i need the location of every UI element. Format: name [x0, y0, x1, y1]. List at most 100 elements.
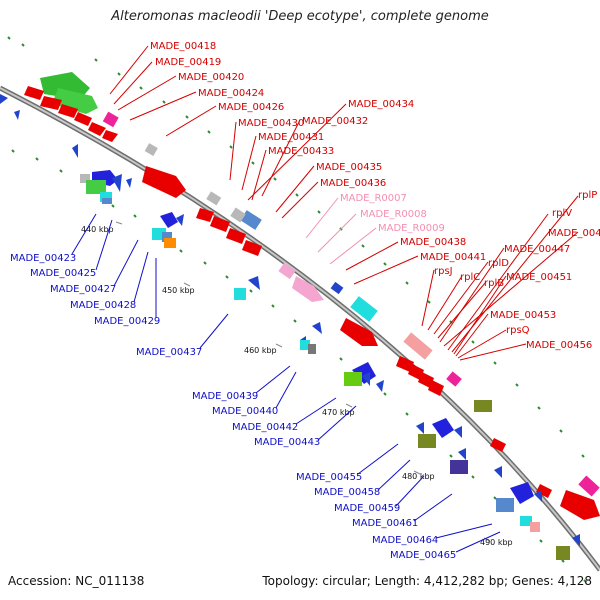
map-title: Alteromonas macleodii 'Deep ecotype', co… [111, 9, 489, 24]
gene-forward [418, 372, 434, 388]
gene-reverse [176, 214, 184, 226]
gene-reverse [234, 288, 246, 300]
gene-forward [142, 166, 186, 198]
gene-reverse [520, 516, 532, 526]
gene-reverse [494, 466, 502, 478]
gene-label: MADE_00438 [400, 237, 466, 248]
gene-reverse [248, 276, 260, 290]
gene-label: MADE_00443 [254, 437, 320, 448]
gene-label: MADE_00426 [218, 102, 284, 113]
gene-reverse [14, 110, 20, 120]
gene-reverse [376, 380, 384, 392]
gene-label: MADE_00441 [420, 252, 486, 263]
gene-label: MADE_00465 [390, 550, 456, 561]
gene-label: MADE_00459 [334, 503, 400, 514]
gene-label: MADE_00424 [198, 88, 264, 99]
gene-label: MADE_00418 [150, 41, 216, 52]
gene-forward [330, 281, 344, 295]
gene-label: MADE_00442 [232, 422, 298, 433]
gene-reverse [510, 482, 534, 504]
gene-label: MADE_00435 [316, 162, 382, 173]
gene-forward [408, 364, 424, 380]
gene-label: rplV [552, 208, 572, 219]
kbp-tick-label: 440 kbp [81, 225, 114, 234]
rna-label: MADE_R0007 [340, 193, 407, 204]
gene-forward [210, 216, 230, 232]
gene-forward [428, 380, 444, 396]
gene-forward [242, 240, 262, 256]
rna-labels: MADE_R0007 MADE_R0008 MADE_R0009 [340, 193, 445, 234]
rna-label: MADE_R0009 [378, 223, 445, 234]
gene-reverse [300, 340, 310, 350]
rna-label-leaders [305, 197, 377, 265]
gene-forward [102, 111, 119, 128]
forward-labels: MADE_00418 MADE_00419 MADE_00420 MADE_00… [150, 41, 600, 351]
topology-footer: Topology: circular; Length: 4,412,282 bp… [262, 574, 592, 588]
gene-label: rplD [488, 258, 509, 269]
gene-forward [560, 490, 600, 520]
gene-label: MADE_00447 [504, 244, 570, 255]
gene-label: rpsJ [434, 266, 453, 277]
gene-label: MADE_00425 [30, 268, 96, 279]
gene-label: MADE_00423 [10, 253, 76, 264]
outer-tick-track [7, 36, 585, 458]
inner-tick-track [11, 149, 587, 583]
gene-label: rplP [578, 190, 597, 201]
gene-forward [536, 484, 552, 498]
gene-reverse [496, 498, 514, 512]
gene-reverse [572, 534, 580, 546]
gene-forward [24, 86, 44, 100]
gene-label: rplC [460, 272, 480, 283]
gene-reverse [102, 198, 112, 204]
gene-reverse [458, 448, 466, 460]
gene-reverse [308, 344, 316, 354]
gene-forward [144, 143, 158, 156]
gene-label: MADE_00461 [352, 518, 418, 529]
gene-label: MADE_00430 [238, 118, 304, 129]
gene-forward [52, 88, 98, 114]
gene-forward [446, 371, 462, 387]
gene-forward [230, 207, 246, 223]
gene-reverse [362, 372, 370, 386]
gene-forward [240, 210, 262, 230]
gene-forward [396, 356, 414, 372]
gene-label: MADE_00455 [296, 472, 362, 483]
gene-reverse [162, 232, 172, 242]
gene-label: MADE_00427 [50, 284, 116, 295]
gene-reverse [100, 192, 112, 202]
gene-label: MADE_00456 [526, 340, 592, 351]
gene-forward [102, 130, 118, 142]
gene-reverse [160, 212, 178, 228]
gene-label: MADE_00436 [320, 178, 386, 189]
gene-forward [578, 475, 600, 497]
gene-reverse [86, 180, 106, 194]
gene-forward [490, 438, 506, 452]
rna-label: MADE_R0008 [360, 209, 427, 220]
gene-reverse [432, 418, 454, 438]
gene-reverse [474, 400, 492, 412]
gene-label: MADE_00437 [136, 347, 202, 358]
accession-footer: Accession: NC_011138 [8, 574, 145, 588]
reverse-label-leaders [71, 213, 501, 553]
gene-reverse [416, 422, 424, 434]
gene-reverse [454, 426, 462, 438]
gene-reverse [344, 372, 362, 386]
genome-backbone-highlight [0, 87, 600, 571]
gene-label: MADE_00431 [258, 132, 324, 143]
gene-reverse [80, 174, 90, 183]
gene-forward [74, 112, 92, 126]
gene-forward [206, 191, 222, 206]
gene-forward [226, 228, 246, 244]
gene-reverse [126, 178, 132, 188]
gene-forward [403, 332, 433, 360]
kbp-tick-label: 450 kbp [162, 286, 195, 295]
forward-genes [24, 72, 600, 520]
gene-label: MADE_00433 [268, 146, 334, 157]
forward-label-leaders [109, 45, 579, 361]
gene-label: MADE_00432 [302, 116, 368, 127]
gene-label: rplB [484, 278, 504, 289]
gene-label: MADE_00440 [212, 406, 278, 417]
gene-label: rpsQ [506, 325, 530, 336]
